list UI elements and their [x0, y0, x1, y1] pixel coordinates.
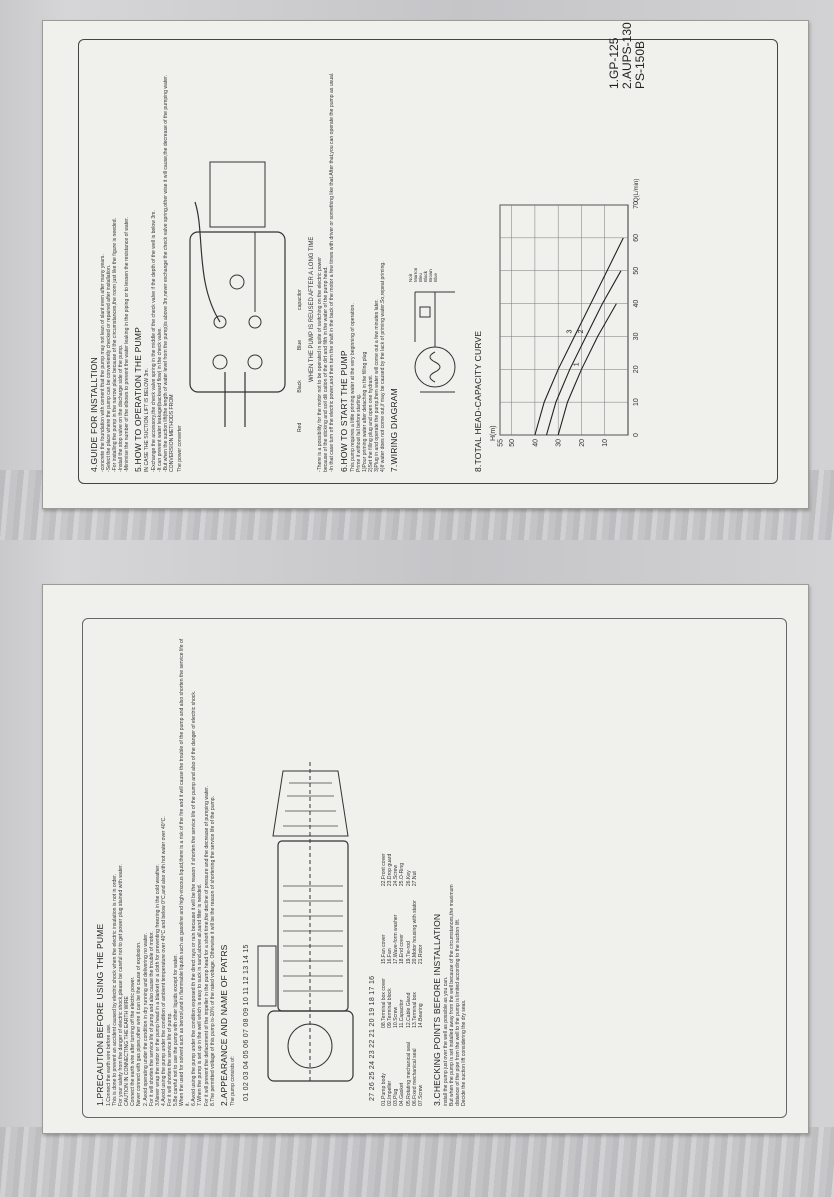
parts-column: 01.Pump body 02.Impeller 03.Plug 04.Gask…	[381, 1042, 424, 1106]
curve-series-1	[557, 303, 617, 436]
section-title: 6.HOW TO START THE PUMP	[338, 350, 349, 472]
section-title: 1.PRECAUTION BEFORE USING THE PUME	[95, 923, 105, 1106]
section-title: 4.GUIDE FOR INSTALLTION	[89, 357, 99, 472]
text-line: When the used for solvent such as benzol…	[179, 638, 192, 1106]
y-axis-label: H(m)	[490, 425, 497, 441]
text-line: -In that case turn off the electric powe…	[329, 72, 336, 472]
wire-label-blue: Blue	[297, 339, 304, 351]
text-line: -Minimise the number of the elbows to pr…	[124, 217, 131, 472]
x-tick-label: 50	[633, 267, 640, 275]
text-line: 8.The permitted voltage of this pump is-…	[209, 795, 216, 1106]
chart-plot-area	[499, 204, 629, 436]
legend-item: Blue	[433, 272, 439, 282]
x-tick-label: 70	[633, 201, 640, 209]
left-text-column: 1.PRECAUTION BEFORE USING THE PUME 1.Con…	[92, 636, 468, 1106]
reuse-title: WHEN THE PUMP IS REUSED AFTER A LONG TIM…	[309, 236, 316, 382]
section-title: 3.CHECKING POINTS BEFORE INSTALLATION	[432, 913, 443, 1106]
right-text-column: 4.GUIDE FOR INSTALLTION -concrete the fo…	[86, 52, 649, 472]
y-tick-label: 10	[602, 439, 609, 447]
parts-column: 22.Front cover 23.Drop guard 24.Screw 25…	[381, 853, 424, 886]
head-capacity-chart: 0 10 20 30 40 50 60 70 10 20 30 40 50 55H(m) Q(L/min) 1…	[490, 179, 640, 447]
section-title: 2.APPEARANCE AND NAME OF PATRS	[218, 944, 229, 1106]
text-line: Decide the suction lift considering the …	[461, 999, 468, 1106]
curve-series-3	[534, 237, 624, 436]
section-title: 8.TOTAL HEAD-CAPACITY CURVE	[473, 330, 484, 472]
text-line: -But when the suction lift(the length of…	[162, 75, 169, 472]
wiring-diagram: Noir Marron Bleu Black Brown Blue	[400, 52, 470, 412]
x-tick-label: 0	[633, 433, 640, 437]
parts-list: 01.Pump body 02.Impeller 03.Plug 04.Gask…	[381, 636, 424, 1106]
y-tick-label: 50	[509, 439, 516, 447]
background-strip	[0, 1127, 834, 1197]
x-tick-label: 60	[633, 234, 640, 242]
x-tick-label: 10	[633, 398, 640, 406]
part-numbers-bottom: 27 26 25 24 23 22 21 20 19 18 17 16	[368, 975, 376, 1101]
curve-series-2	[546, 270, 622, 436]
left-page-content: 1.PRECAUTION BEFORE USING THE PUME 1.Con…	[82, 618, 787, 1118]
text-line: 4)If water does not come out,if may be c…	[379, 261, 386, 472]
part-item: 21.Rotor	[418, 944, 424, 965]
right-page-sheet	[42, 20, 809, 509]
x-tick-label: 30	[633, 332, 640, 340]
left-page-sheet	[42, 584, 809, 1134]
y-tick-label: 20	[579, 439, 586, 447]
power-converter-diagram	[189, 161, 286, 427]
text-line: The pump consists of:	[229, 1056, 236, 1106]
text-line: CONVERSION METHODS FROM	[168, 394, 175, 472]
wire-label-black: Black	[297, 380, 304, 393]
y-tick-label: 40	[532, 439, 539, 447]
x-axis-label: Q(L/min)	[634, 179, 640, 202]
curve-label: 1	[574, 362, 581, 366]
curve-label: 3	[567, 329, 574, 333]
parts-column: 15.Fan cover 16.Fan 17.Wave-form washer …	[381, 900, 424, 964]
curve-label: 2	[578, 329, 585, 333]
x-tick-label: 40	[633, 300, 640, 308]
y-tick-label: 30	[556, 439, 563, 447]
y-tick-label: 55	[498, 439, 505, 447]
section-title: 5.HOW TO OPERATION THE PUMP	[133, 326, 144, 472]
part-item: 27.Nut	[411, 871, 418, 887]
pump-cross-section-drawing	[257, 761, 354, 1082]
part-item: 14.Bearing	[418, 1003, 424, 1028]
model-name: PS-150B	[633, 40, 647, 89]
converter-title: The power converter	[176, 425, 183, 472]
wiring-diagram-drawing	[414, 291, 456, 393]
section-title: 7.WIRING DIAGRAM	[389, 388, 400, 472]
part-numbers-top: 01 02 03 04 05 06 07 08 09 10 11 12 13 1…	[242, 944, 250, 1101]
part-item: 07.Screw	[418, 1084, 424, 1106]
x-tick-label: 20	[633, 365, 640, 373]
right-page-content: 4.GUIDE FOR INSTALLTION -concrete the fo…	[78, 22, 778, 484]
wire-label-red: Red	[297, 422, 304, 432]
model-list: 1.GP-125 2.AUPS-130 PS-150B	[607, 22, 647, 89]
capacitor-label: capacitor	[297, 289, 304, 310]
part-item: 05.Rotating mechanical seal	[405, 1042, 412, 1106]
parts-column: 08.Terminal box cover 09.Terminal block …	[381, 978, 424, 1028]
